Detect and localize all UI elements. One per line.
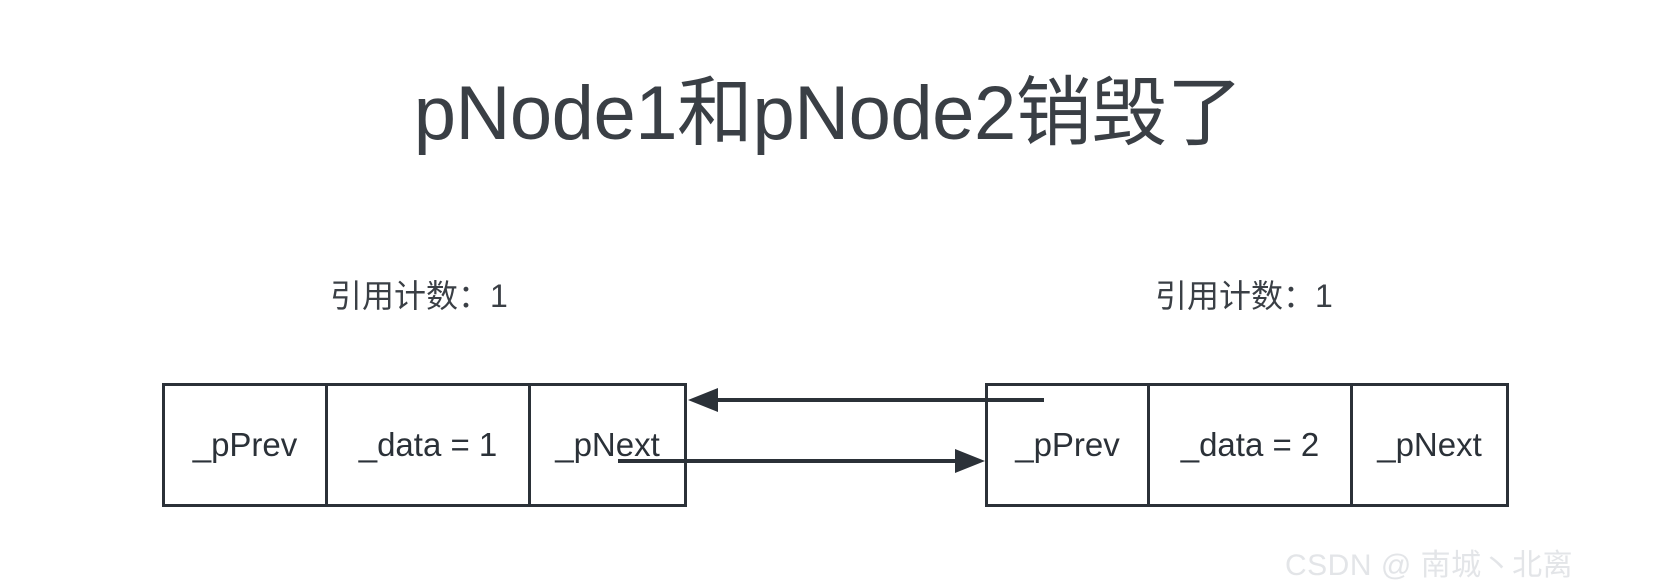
node-2-cell-pnext: _pNext	[1350, 386, 1506, 504]
node-1-cell-pprev: _pPrev	[192, 426, 298, 463]
node-box-2: _pPrev _data = 2 _pNext	[985, 383, 1509, 507]
node-2-cell-pprev: _pPrev	[1015, 426, 1120, 463]
arrow-prev-head	[688, 388, 718, 412]
page-title: pNode1和pNode2销毁了	[413, 71, 1243, 156]
right-node-refcount-label: 引用计数：1	[1155, 278, 1333, 314]
left-node-refcount-label: 引用计数：1	[330, 278, 508, 314]
csdn-watermark: CSDN @ 南城丶北离	[1285, 549, 1574, 582]
node-1-cell-data: _data = 1	[325, 386, 528, 504]
node-1-cell-pnext: _pNext	[528, 386, 684, 504]
arrow-next-head	[955, 449, 985, 473]
node-2-cell-data: _data = 2	[1147, 386, 1350, 504]
node-box-1: _pPrev _data = 1 _pNext	[162, 383, 687, 507]
